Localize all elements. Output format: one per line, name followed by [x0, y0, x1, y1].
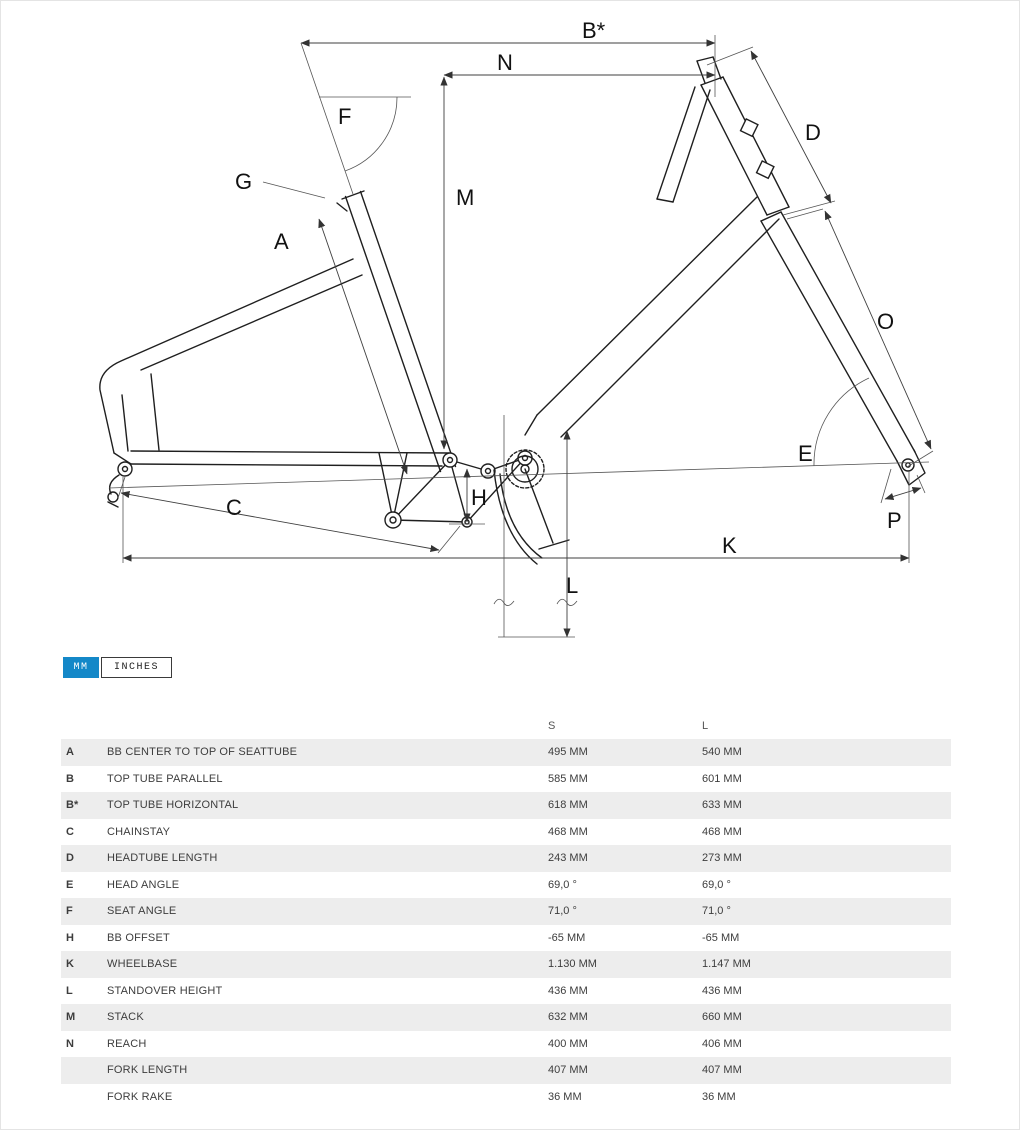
row-value-s: 243 MM [548, 852, 588, 865]
dimension-labels: B* N F G A M D O E P K C H L [226, 18, 902, 598]
table-row: H BB OFFSET -65 MM -65 MM [61, 925, 951, 952]
header-size-l: L [702, 719, 709, 732]
label-toptube-horizontal: B* [582, 18, 606, 43]
row-name: WHEELBASE [107, 958, 178, 971]
row-name: HEADTUBE LENGTH [107, 852, 218, 865]
row-letter: L [66, 984, 73, 997]
table-row: L STANDOVER HEIGHT 436 MM 436 MM [61, 978, 951, 1005]
row-letter: M [66, 1011, 76, 1024]
table-row: C CHAINSTAY 468 MM 468 MM [61, 819, 951, 846]
row-value-s: 71,0 ° [548, 905, 577, 918]
row-value-l: -65 MM [702, 931, 740, 944]
row-name: SEAT ANGLE [107, 905, 177, 918]
table-row: M STACK 632 MM 660 MM [61, 1004, 951, 1031]
table-row: D HEADTUBE LENGTH 243 MM 273 MM [61, 845, 951, 872]
row-letter: B [66, 772, 74, 785]
mm-button[interactable]: MM [63, 657, 99, 678]
table-row: E HEAD ANGLE 69,0 ° 69,0 ° [61, 872, 951, 899]
table-row: A BB CENTER TO TOP OF SEATTUBE 495 MM 54… [61, 739, 951, 766]
row-value-l: 69,0 ° [702, 878, 731, 891]
row-value-s: 1.130 MM [548, 958, 597, 971]
label-wheelbase: K [722, 533, 737, 558]
row-letter: C [66, 825, 74, 838]
label-seat-angle: F [338, 104, 351, 129]
row-value-l: 468 MM [702, 825, 742, 838]
row-letter: H [66, 931, 74, 944]
geometry-diagram: B* N F G A M D O E P K C H L [99, 18, 934, 638]
row-value-s: -65 MM [548, 931, 586, 944]
row-value-l: 407 MM [702, 1064, 742, 1077]
table-row: F SEAT ANGLE 71,0 ° 71,0 ° [61, 898, 951, 925]
row-letter: D [66, 852, 74, 865]
row-letter: B* [66, 799, 79, 812]
row-name: FORK RAKE [107, 1090, 173, 1103]
label-seattube-length: A [274, 229, 289, 254]
inches-button[interactable]: INCHES [101, 657, 173, 678]
row-name: BB CENTER TO TOP OF SEATTUBE [107, 746, 298, 759]
label-fork-length: O [877, 309, 894, 334]
row-value-s: 69,0 ° [548, 878, 577, 891]
row-name: CHAINSTAY [107, 825, 171, 838]
row-value-l: 36 MM [702, 1090, 736, 1103]
unit-toggle: MM INCHES [63, 657, 1019, 678]
label-head-angle: E [798, 441, 813, 466]
table-row: K WHEELBASE 1.130 MM 1.147 MM [61, 951, 951, 978]
row-value-l: 633 MM [702, 799, 742, 812]
row-value-s: 632 MM [548, 1011, 588, 1024]
row-letter: E [66, 878, 74, 891]
row-value-l: 1.147 MM [702, 958, 751, 971]
label-reach: N [497, 50, 513, 75]
row-name: TOP TUBE PARALLEL [107, 772, 223, 785]
row-value-l: 601 MM [702, 772, 742, 785]
header-size-s: S [548, 719, 556, 732]
row-value-l: 436 MM [702, 984, 742, 997]
row-value-s: 400 MM [548, 1037, 588, 1050]
table-row: N REACH 400 MM 406 MM [61, 1031, 951, 1058]
geometry-table: S L A BB CENTER TO TOP OF SEATTUBE 495 M… [61, 712, 951, 1110]
row-name: HEAD ANGLE [107, 878, 180, 891]
row-name: TOP TUBE HORIZONTAL [107, 799, 239, 812]
row-name: FORK LENGTH [107, 1064, 188, 1077]
row-name: BB OFFSET [107, 931, 170, 944]
row-value-s: 407 MM [548, 1064, 588, 1077]
row-value-s: 585 MM [548, 772, 588, 785]
row-value-s: 495 MM [548, 746, 588, 759]
row-value-s: 436 MM [548, 984, 588, 997]
row-name: STANDOVER HEIGHT [107, 984, 223, 997]
row-letter: N [66, 1037, 74, 1050]
row-value-s: 468 MM [548, 825, 588, 838]
table-header: S L [61, 712, 951, 739]
label-stack: M [456, 185, 474, 210]
row-value-l: 540 MM [702, 746, 742, 759]
label-fork-rake: P [887, 508, 902, 533]
row-name: REACH [107, 1037, 147, 1050]
table-row: B* TOP TUBE HORIZONTAL 618 MM 633 MM [61, 792, 951, 819]
label-headtube-length: D [805, 120, 821, 145]
row-letter: A [66, 746, 74, 759]
label-bb-offset: H [471, 485, 487, 510]
dimension-lines [108, 35, 934, 638]
row-value-s: 618 MM [548, 799, 588, 812]
row-value-l: 273 MM [702, 852, 742, 865]
row-value-l: 660 MM [702, 1011, 742, 1024]
label-seat-clamp: G [235, 169, 252, 194]
table-row: FORK RAKE 36 MM 36 MM [61, 1084, 951, 1111]
row-letter: K [66, 958, 74, 971]
table-row: B TOP TUBE PARALLEL 585 MM 601 MM [61, 766, 951, 793]
frame-drawing [99, 56, 926, 565]
table-row: FORK LENGTH 407 MM 407 MM [61, 1057, 951, 1084]
row-letter: F [66, 905, 73, 918]
row-value-l: 71,0 ° [702, 905, 731, 918]
label-standover-height: L [566, 573, 578, 598]
row-value-l: 406 MM [702, 1037, 742, 1050]
row-value-s: 36 MM [548, 1090, 582, 1103]
row-name: STACK [107, 1011, 144, 1024]
label-chainstay: C [226, 495, 242, 520]
spec-table-body: A BB CENTER TO TOP OF SEATTUBE 495 MM 54… [61, 739, 951, 1110]
